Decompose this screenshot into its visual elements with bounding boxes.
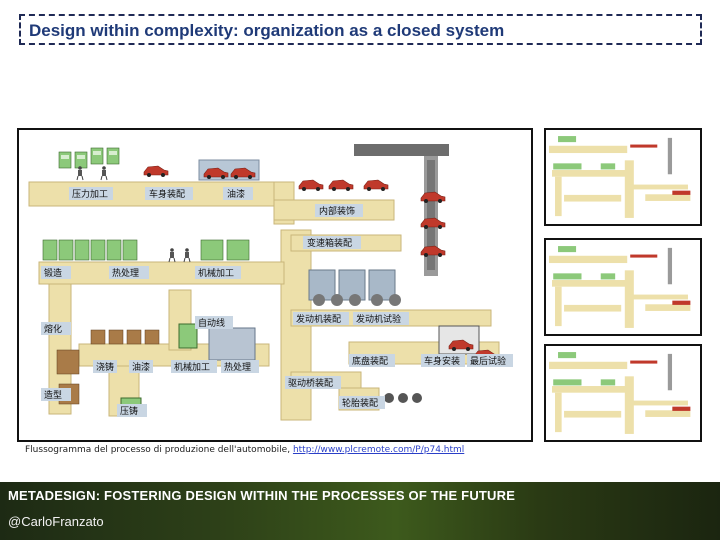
label-engine-test: 发动机试验 bbox=[356, 313, 401, 325]
label-final-test: 最后试验 bbox=[470, 355, 506, 367]
diagram-thumbnail bbox=[544, 128, 702, 226]
footer-author: @CarloFranzato bbox=[8, 514, 104, 529]
label-engine-assembly: 发动机装配 bbox=[296, 313, 341, 325]
label-body-assembly: 车身装配 bbox=[149, 188, 185, 200]
label-wheel-assembly: 轮胎装配 bbox=[342, 397, 378, 409]
label-oil-paint: 油漆 bbox=[132, 361, 150, 373]
label-painting: 油漆 bbox=[227, 188, 245, 200]
label-forging: 锻造 bbox=[44, 267, 62, 279]
label-body-install: 车身安装 bbox=[424, 355, 460, 367]
label-heat-treatment: 热处理 bbox=[112, 267, 139, 279]
caption-link[interactable]: http://www.plcremote.com/P/p74.html bbox=[292, 445, 465, 455]
footer-title: METADESIGN: FOSTERING DESIGN WITHIN THE … bbox=[8, 488, 516, 503]
label-chassis-assembly: 底盘装配 bbox=[352, 355, 388, 367]
label-die-casting: 压铸 bbox=[120, 405, 138, 417]
label-casting: 浇铸 bbox=[96, 361, 114, 373]
label-automatic-line: 自动线 bbox=[198, 317, 225, 329]
diagram-thumbnail bbox=[544, 344, 702, 442]
label-transmission: 变速箱装配 bbox=[307, 237, 352, 249]
slide-footer: METADESIGN: FOSTERING DESIGN WITHIN THE … bbox=[0, 482, 720, 540]
label-heat-treatment-2: 热处理 bbox=[224, 361, 251, 373]
label-interior: 内部装饰 bbox=[319, 205, 355, 217]
label-drive-axle: 驱动桥装配 bbox=[288, 377, 333, 389]
diagram-thumbnail bbox=[544, 238, 702, 336]
caption-text: Flussogramma del processo di produzione … bbox=[25, 445, 293, 455]
label-melting: 熔化 bbox=[44, 323, 62, 335]
label-pressing: 压力加工 bbox=[72, 188, 108, 200]
production-flow-diagram: 压力加工 车身装配 油漆 内部装饰 变速箱装配 锻造 热处理 机械加工 自动线 … bbox=[17, 128, 533, 442]
slide-title-box: Design within complexity: organization a… bbox=[19, 14, 702, 45]
figure-caption: Flussogramma del processo di produzione … bbox=[25, 445, 464, 455]
label-machining-2: 机械加工 bbox=[174, 361, 210, 373]
label-molding: 造型 bbox=[44, 389, 62, 401]
slide-title: Design within complexity: organization a… bbox=[29, 21, 505, 40]
label-machining: 机械加工 bbox=[198, 267, 234, 279]
